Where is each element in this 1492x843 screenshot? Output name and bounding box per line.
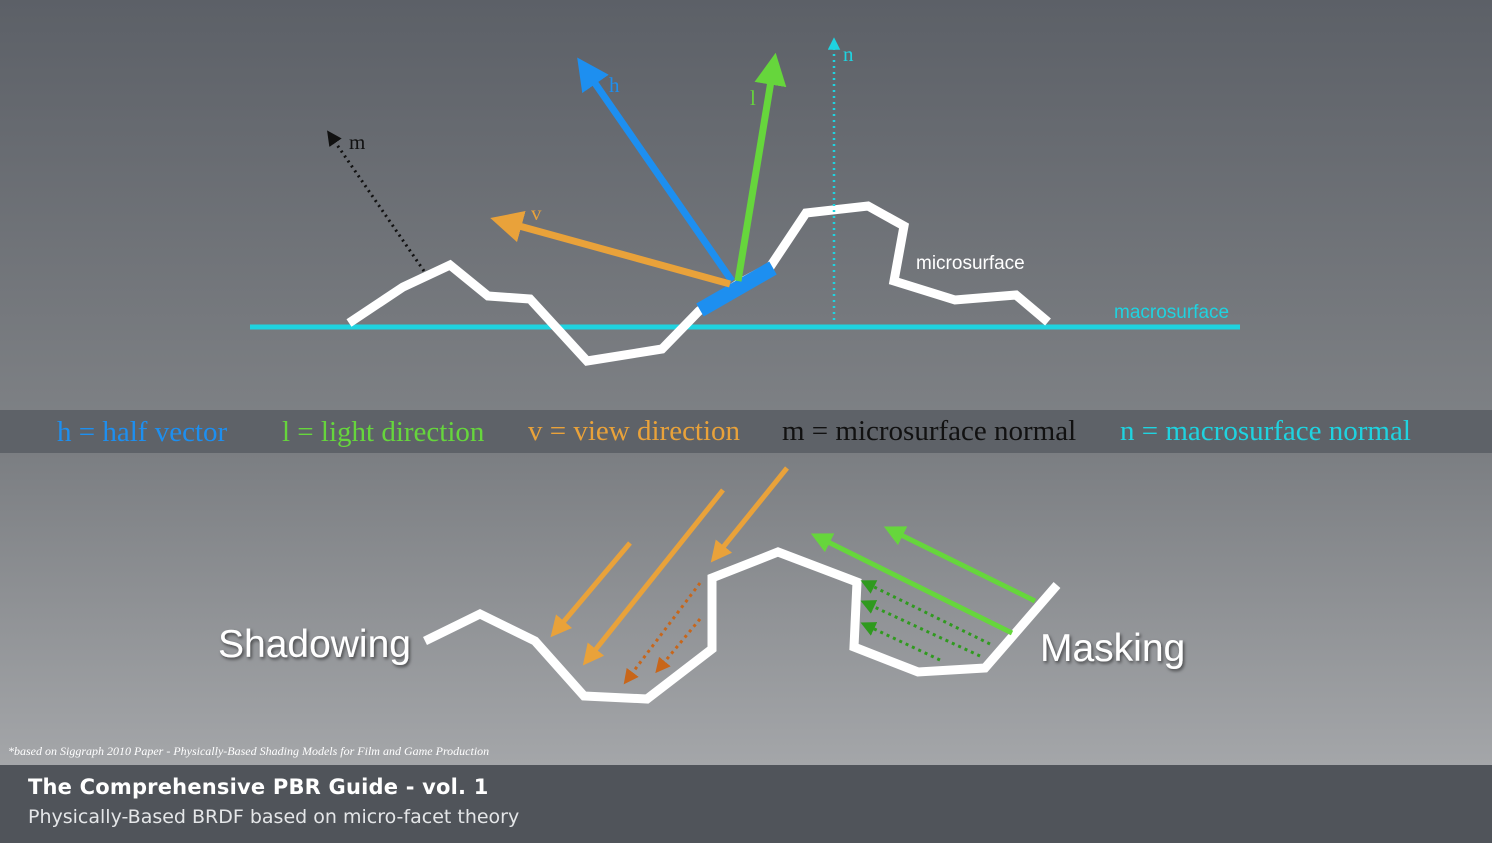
microsurface-normal-arrow bbox=[327, 130, 426, 272]
label-l: l bbox=[750, 86, 756, 110]
bottom-panel-background bbox=[0, 453, 1492, 765]
shadowed-ray-1 bbox=[623, 582, 702, 685]
legend-macrosurface-normal: n = macrosurface normal bbox=[1120, 415, 1411, 447]
top-panel-background bbox=[0, 0, 1492, 410]
footer-subtitle: Physically-Based BRDF based on micro-fac… bbox=[28, 806, 520, 828]
mask-ray-2 bbox=[883, 526, 1037, 604]
label-m: m bbox=[349, 130, 365, 154]
footer-bar bbox=[0, 765, 1492, 843]
legend-microsurface-normal: m = microsurface normal bbox=[782, 415, 1076, 447]
masking-label: Masking bbox=[1040, 627, 1185, 670]
legend-view-direction: v = view direction bbox=[528, 415, 741, 447]
shadow-ray-3 bbox=[710, 466, 789, 563]
shadowing-label: Shadowing bbox=[218, 623, 411, 666]
shadow-ray-2 bbox=[582, 488, 725, 666]
active-microfacet bbox=[696, 261, 777, 317]
legend-band bbox=[0, 410, 1492, 453]
view-direction-arrow bbox=[490, 211, 731, 288]
label-v: v bbox=[531, 201, 542, 225]
shadowing-masking-surface bbox=[423, 547, 1061, 704]
footnote: *based on Siggraph 2010 Paper - Physical… bbox=[8, 744, 489, 758]
half-vector-arrow bbox=[577, 57, 735, 283]
mask-ray-1 bbox=[810, 533, 1014, 636]
legend-light-direction: l = light direction bbox=[282, 416, 485, 448]
label-n: n bbox=[843, 42, 854, 66]
microsurface-label: microsurface bbox=[916, 253, 1025, 274]
shadow-ray-1 bbox=[550, 541, 632, 638]
macrosurface-label: macrosurface bbox=[1114, 302, 1229, 323]
light-direction-arrow bbox=[734, 52, 787, 282]
legend-half-vector: h = half vector bbox=[57, 416, 227, 448]
shadowed-ray-2 bbox=[655, 618, 702, 674]
footer-title: The Comprehensive PBR Guide - vol. 1 bbox=[28, 775, 489, 799]
masked-ray-1 bbox=[860, 580, 991, 646]
label-h: h bbox=[609, 73, 620, 97]
masked-ray-3 bbox=[860, 622, 941, 662]
